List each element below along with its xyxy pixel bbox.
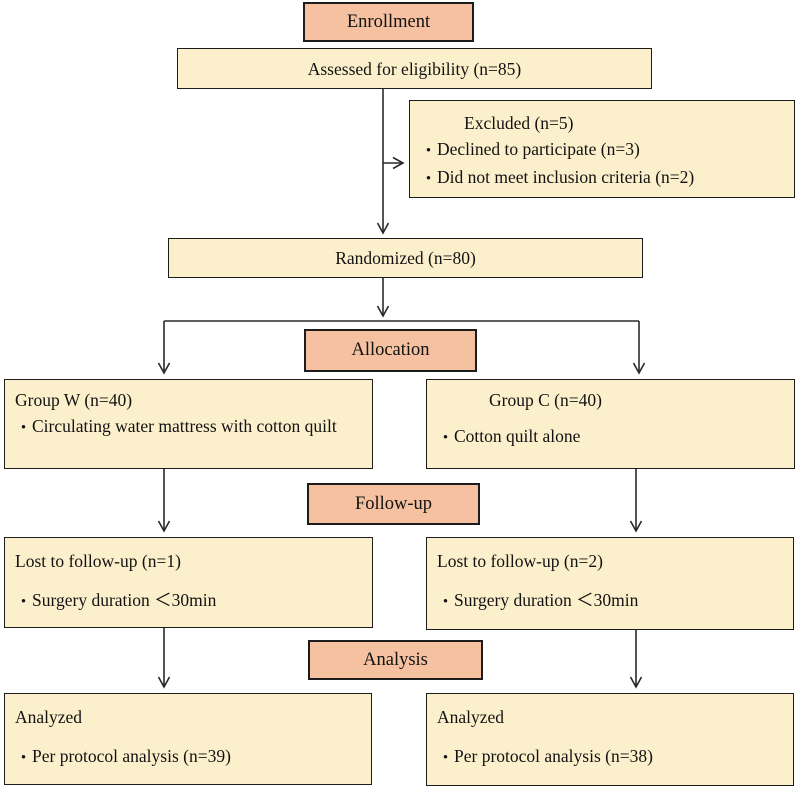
bullet-icon	[420, 164, 437, 192]
box-title: Excluded (n=5)	[464, 113, 574, 133]
box-title: Randomized (n=80)	[335, 248, 476, 268]
list-item: Cotton quilt alone	[437, 423, 784, 451]
analyzed-c-box: Analyzed Per protocol analysis (n=38)	[426, 693, 794, 786]
list-item: Surgery duration ＜30min	[437, 587, 783, 615]
phase-banner-analysis: Analysis	[308, 640, 483, 680]
phase-label: Analysis	[363, 649, 428, 670]
bullet-icon	[15, 413, 32, 441]
list-item-text: Per protocol analysis (n=39)	[32, 746, 231, 766]
excluded-box: Excluded (n=5) Declined to participate (…	[409, 100, 795, 198]
box-title: Assessed for eligibility (n=85)	[307, 58, 522, 79]
list-item-text: Circulating water mattress with cotton q…	[32, 416, 337, 436]
bullet-icon	[420, 136, 437, 164]
bullet-icon	[437, 743, 454, 771]
randomized-box: Randomized (n=80)	[168, 238, 643, 278]
box-title: Analyzed	[437, 707, 505, 727]
assessed-eligibility-box: Assessed for eligibility (n=85)	[177, 48, 652, 89]
box-title: Group W (n=40)	[15, 390, 133, 410]
phase-banner-followup: Follow-up	[307, 483, 480, 525]
box-title: Lost to follow-up (n=2)	[437, 551, 603, 571]
phase-label: Enrollment	[346, 11, 431, 32]
box-title: Lost to follow-up (n=1)	[15, 551, 181, 571]
lost-to-followup-w-box: Lost to follow-up (n=1) Surgery duration…	[4, 537, 373, 628]
list-item: Did not meet inclusion criteria (n=2)	[420, 164, 784, 192]
group-c-box: Group C (n=40) Cotton quilt alone	[426, 379, 795, 469]
bullet-icon	[437, 587, 454, 615]
list-item: Per protocol analysis (n=38)	[437, 743, 783, 771]
box-title: Analyzed	[15, 707, 83, 727]
list-item: Per protocol analysis (n=39)	[15, 743, 361, 771]
list-item-text: Did not meet inclusion criteria (n=2)	[437, 167, 695, 187]
phase-label: Follow-up	[354, 493, 433, 514]
list-item: Surgery duration ＜30min	[15, 587, 362, 615]
phase-banner-enrollment: Enrollment	[303, 2, 474, 42]
box-title: Group C (n=40)	[489, 390, 602, 410]
bullet-icon	[15, 743, 32, 771]
lost-to-followup-c-box: Lost to follow-up (n=2) Surgery duration…	[426, 537, 794, 630]
list-item-text: Declined to participate (n=3)	[437, 139, 640, 159]
group-w-box: Group W (n=40) Circulating water mattres…	[4, 379, 373, 469]
bullet-icon	[15, 587, 32, 615]
list-item: Declined to participate (n=3)	[420, 136, 784, 164]
phase-label: Allocation	[351, 340, 430, 360]
list-item-text: Surgery duration ＜30min	[32, 590, 217, 610]
bullet-icon	[437, 423, 454, 451]
analyzed-w-box: Analyzed Per protocol analysis (n=39)	[4, 693, 372, 785]
list-item: Circulating water mattress with cotton q…	[15, 413, 362, 441]
list-item-text: Per protocol analysis (n=38)	[454, 746, 653, 766]
list-item-text: Cotton quilt alone	[454, 426, 581, 446]
phase-banner-allocation: Allocation	[304, 329, 477, 372]
list-item-text: Surgery duration ＜30min	[454, 590, 639, 610]
